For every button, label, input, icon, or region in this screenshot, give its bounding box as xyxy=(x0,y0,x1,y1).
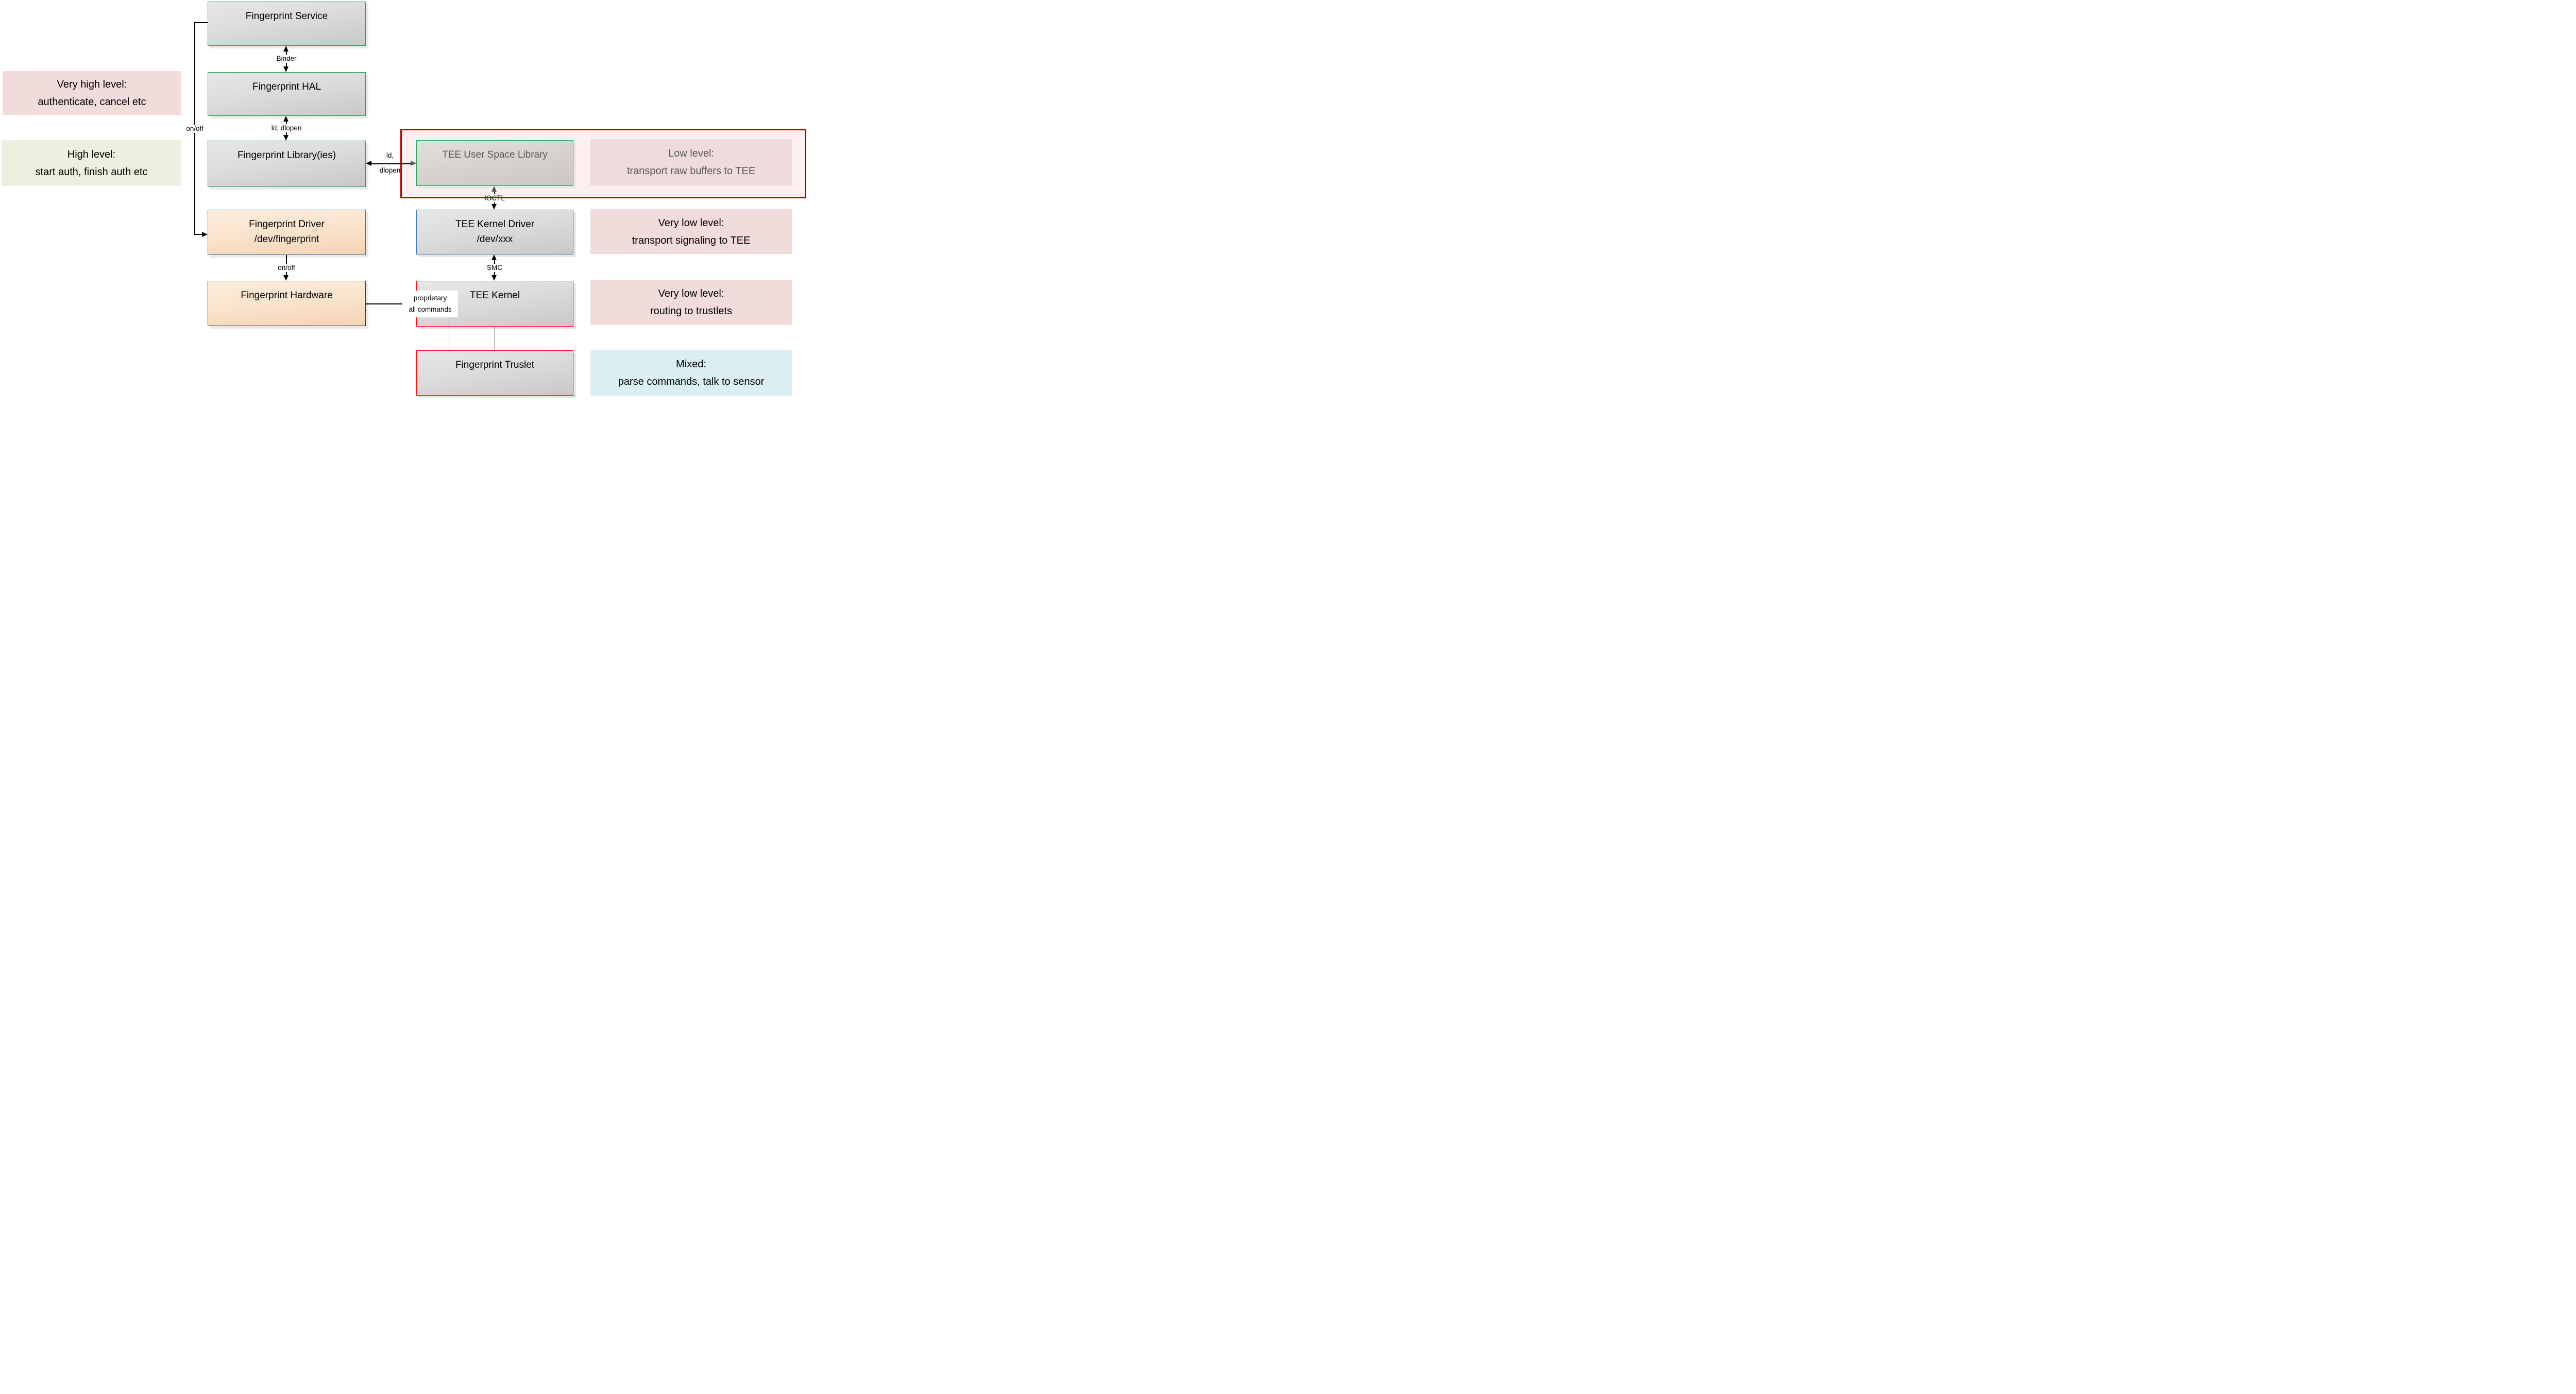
box-label: Fingerprint HAL xyxy=(252,81,321,92)
smc-label: SMC xyxy=(485,264,504,272)
arrowhead-down-icon xyxy=(492,204,497,210)
library-tee-arrow-line xyxy=(370,163,412,164)
hardware-tee-link-line xyxy=(366,303,403,304)
ioctl-label: IOCTL xyxy=(484,194,505,202)
proprietary-label-line: all commands xyxy=(409,305,452,313)
box-label: TEE User Space Library xyxy=(442,149,548,160)
proprietary-label-line: proprietary xyxy=(413,294,447,302)
annotation-very-low-level-routing: Very low level: routing to trustlets xyxy=(590,280,792,325)
annotation-line: Low level: xyxy=(668,148,714,159)
arrowhead-up-icon xyxy=(283,116,289,122)
annotation-line: Very low level: xyxy=(658,288,724,299)
arrowhead-left-icon xyxy=(366,161,371,166)
ioctl-arrow-line xyxy=(494,191,495,194)
on-off-path-top-segment xyxy=(195,22,208,23)
arrowhead-up-icon xyxy=(283,46,289,52)
arrowhead-up-icon xyxy=(492,186,497,192)
arrowhead-right-icon xyxy=(411,161,416,166)
annotation-line: Very low level: xyxy=(658,217,724,229)
annotation-very-low-level-transport: Very low level: transport signaling to T… xyxy=(590,209,792,254)
on-off-left-label: on/off xyxy=(184,125,205,133)
tee-kernel-driver-box: TEE Kernel Driver /dev/xxx xyxy=(416,210,573,254)
proprietary-label: proprietary all commands xyxy=(402,291,458,317)
box-label: /dev/xxx xyxy=(477,234,513,245)
fingerprint-truslet-box: Fingerprint Truslet xyxy=(416,350,573,396)
annotation-line: High level: xyxy=(67,148,116,160)
fingerprint-service-box: Fingerprint Service xyxy=(208,2,366,46)
diagram-canvas: Very high level: authenticate, cancel et… xyxy=(0,0,808,399)
annotation-high-level: High level: start auth, finish auth etc xyxy=(2,140,181,186)
annotation-line: routing to trustlets xyxy=(650,305,732,317)
annotation-very-high-level: Very high level: authenticate, cancel et… xyxy=(3,71,181,115)
binder-label: Binder xyxy=(275,55,298,63)
ld-dlopen-horizontal-label: dlopen xyxy=(379,166,401,174)
box-label: TEE Kernel xyxy=(469,290,520,301)
box-label: TEE Kernel Driver xyxy=(455,219,535,230)
arrowhead-down-icon xyxy=(283,66,289,72)
annotation-line: transport raw buffers to TEE xyxy=(626,165,756,177)
box-label: Fingerprint Library(ies) xyxy=(237,150,336,161)
box-label: Fingerprint Driver xyxy=(249,219,325,230)
arrowhead-down-icon xyxy=(492,275,497,281)
annotation-line: start auth, finish auth etc xyxy=(35,166,148,178)
arrowhead-down-icon xyxy=(283,275,289,281)
box-label: Fingerprint Hardware xyxy=(241,290,333,301)
arrowhead-up-icon xyxy=(492,254,497,260)
annotation-line: Very high level: xyxy=(57,78,127,90)
on-off-bottom-label: on/off xyxy=(276,264,297,272)
tee-user-space-library-box: TEE User Space Library xyxy=(416,140,573,186)
annotation-line: Mixed: xyxy=(676,359,706,370)
box-label: /dev/fingerprint xyxy=(254,234,319,245)
annotation-line: transport signaling to TEE xyxy=(632,234,751,246)
arrowhead-right-icon xyxy=(202,232,208,237)
annotation-mixed: Mixed: parse commands, talk to sensor xyxy=(590,350,792,396)
fingerprint-driver-box: Fingerprint Driver /dev/fingerprint xyxy=(208,210,366,255)
ld-dlopen-label: ld, dlopen xyxy=(269,124,303,132)
ld-dlopen-horizontal-label: ld, xyxy=(386,151,394,159)
box-label: Fingerprint Service xyxy=(245,11,328,22)
annotation-low-level: Low level: transport raw buffers to TEE xyxy=(590,139,792,185)
box-label: Fingerprint Truslet xyxy=(455,360,535,370)
fingerprint-library-box: Fingerprint Library(ies) xyxy=(208,141,366,187)
fingerprint-hal-box: Fingerprint HAL xyxy=(208,72,366,116)
fingerprint-hardware-box: Fingerprint Hardware xyxy=(208,281,366,326)
arrowhead-down-icon xyxy=(283,135,289,141)
annotation-line: parse commands, talk to sensor xyxy=(618,376,765,387)
annotation-line: authenticate, cancel etc xyxy=(38,96,146,108)
ioctl-arrow-line xyxy=(494,202,495,205)
on-off-path-bottom-segment xyxy=(195,234,203,235)
